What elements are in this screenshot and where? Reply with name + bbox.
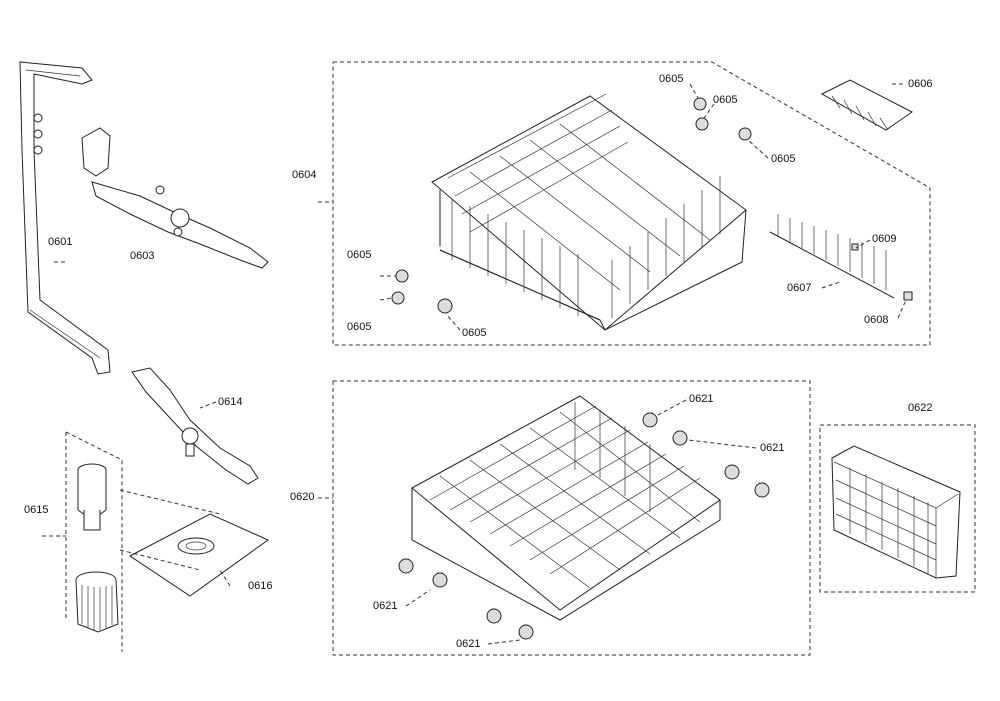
label-0603: 0603 — [130, 250, 155, 262]
label-0606: 0606 — [908, 78, 933, 90]
clips-0608-0609 — [851, 243, 913, 301]
cutlery-basket-0622 — [831, 445, 961, 579]
label-0607: 0607 — [787, 282, 812, 294]
label-0616: 0616 — [248, 580, 273, 592]
label-0605-f: 0605 — [462, 327, 487, 339]
label-0621-d: 0621 — [456, 638, 481, 650]
cup-shelf-0606 — [820, 79, 913, 131]
lower-rack-0620 — [411, 395, 721, 621]
label-0605-b: 0605 — [713, 94, 738, 106]
lower-spray-arm-0614 — [131, 367, 259, 485]
filter-0615 — [75, 463, 119, 633]
label-0621-c: 0621 — [373, 600, 398, 612]
supply-tube-0601 — [19, 61, 111, 375]
cutlery-basket-frame — [819, 424, 976, 593]
label-0605-e: 0605 — [347, 321, 372, 333]
upper-spray-arm-0603 — [81, 127, 269, 269]
lower-rack-frame — [332, 380, 811, 656]
label-0601: 0601 — [48, 236, 73, 248]
label-0609: 0609 — [872, 233, 897, 245]
filter-plate-0616 — [119, 489, 269, 597]
label-0614: 0614 — [218, 396, 243, 408]
leader-lines — [42, 83, 907, 645]
upper-rack-0604 — [431, 93, 747, 331]
label-0622: 0622 — [908, 402, 933, 414]
upper-rack-wheels-0605 — [391, 97, 752, 314]
label-0620: 0620 — [290, 491, 315, 503]
label-0605-d: 0605 — [347, 249, 372, 261]
label-0621-a: 0621 — [689, 393, 714, 405]
label-0608: 0608 — [864, 314, 889, 326]
label-0604: 0604 — [292, 169, 317, 181]
filter-frame — [65, 431, 123, 652]
label-0621-b: 0621 — [760, 442, 785, 454]
upper-rack-frame — [332, 61, 931, 346]
label-0605-c: 0605 — [771, 153, 796, 165]
label-0605-a: 0605 — [659, 73, 684, 85]
tine-row-0607 — [769, 214, 895, 299]
lower-rack-wheels-0621 — [398, 412, 770, 640]
label-0615: 0615 — [24, 504, 49, 516]
